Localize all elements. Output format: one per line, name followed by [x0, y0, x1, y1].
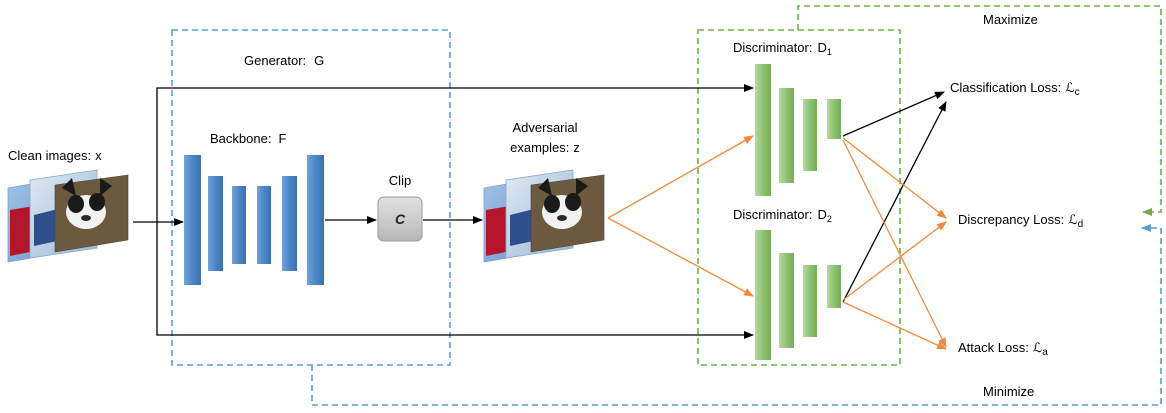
generator-label: Generator:G	[244, 53, 324, 68]
d1-to-class-loss-arrow	[842, 91, 945, 137]
backbone-layer	[282, 176, 297, 271]
d2-to-attack-arrow	[842, 301, 947, 350]
clip-label: Clip	[389, 173, 411, 188]
discriminator-layer	[779, 88, 794, 183]
discriminator-layer	[827, 99, 841, 139]
adversarial-label-line2: examples:z	[510, 140, 580, 155]
clean-to-d2-arrow	[156, 222, 754, 339]
d1-to-discrepancy-arrow	[842, 137, 947, 219]
discrepancy-loss-label: Discrepancy Loss:ℒd	[958, 212, 1083, 230]
discriminator-layer	[755, 64, 771, 196]
backbone-layer	[257, 186, 271, 264]
clean-image-stack	[7, 169, 129, 263]
clean-images-label: Clean images:x	[8, 148, 102, 163]
clip-symbol: C	[395, 211, 406, 227]
backbone-network	[184, 155, 324, 285]
d2-to-discrepancy-arrow	[842, 221, 947, 301]
adversarial-label-line1: Adversarial	[512, 120, 577, 135]
discriminator-2-label: Discriminator:D2	[733, 207, 832, 224]
discriminator-layer	[755, 230, 771, 360]
adv-to-d1-arrow	[607, 135, 754, 219]
backbone-layer	[184, 155, 201, 285]
d2-to-class-loss-arrow	[842, 101, 947, 303]
generator-box	[171, 29, 451, 366]
discriminator-2-network	[755, 230, 841, 360]
clip-box	[377, 196, 423, 242]
discriminator-layer	[803, 99, 817, 171]
backbone-layer	[307, 155, 324, 285]
clean-to-d1-arrow	[156, 84, 754, 222]
discriminator-1-network	[755, 64, 841, 196]
maximize-loop	[797, 5, 1162, 216]
discriminator-layer	[803, 265, 817, 337]
discriminator-layer	[827, 265, 841, 308]
d1-to-attack-arrow	[842, 139, 947, 348]
minimize-label: Minimize	[983, 384, 1034, 399]
backbone-label: Backbone:F	[210, 131, 286, 146]
discriminator-box	[697, 29, 901, 366]
backbone-layer	[232, 186, 246, 264]
discriminator-1-label: Discriminator:D1	[733, 40, 832, 57]
adv-to-d2-arrow	[607, 217, 754, 297]
adversarial-image-stack	[483, 169, 605, 263]
classification-loss-label: Classification Loss:ℒc	[950, 80, 1080, 98]
minimize-loop	[311, 224, 1162, 406]
backbone-layer	[208, 176, 223, 271]
maximize-label: Maximize	[983, 12, 1038, 27]
attack-loss-label: Attack Loss:ℒa	[958, 340, 1048, 358]
discriminator-layer	[779, 253, 794, 348]
